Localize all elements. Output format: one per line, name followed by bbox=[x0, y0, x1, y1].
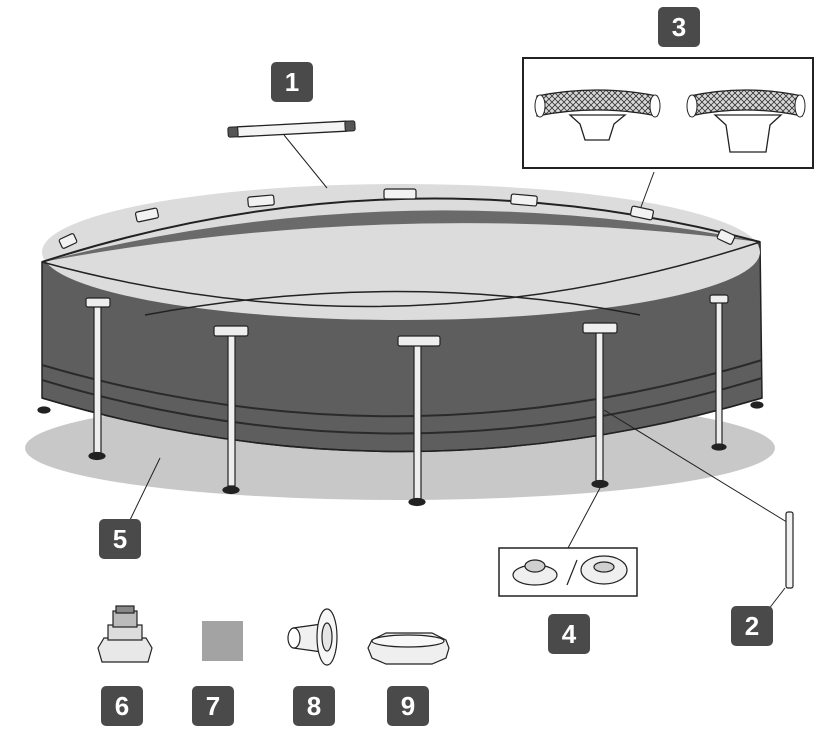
vertical-leg-icon bbox=[785, 511, 794, 589]
drain-valve-connector-icon bbox=[97, 605, 153, 663]
leg-cap-icon bbox=[512, 555, 628, 586]
repair-patch-icon bbox=[202, 621, 243, 661]
t-joint-icon bbox=[534, 89, 806, 153]
t-joint-inset bbox=[522, 57, 814, 169]
callout-6-drain-valve-connector: 6 bbox=[101, 686, 143, 726]
strainer-connector-icon bbox=[287, 608, 338, 666]
frame-rail-icon bbox=[227, 120, 356, 138]
callout-9-drain-plug: 9 bbox=[387, 686, 429, 726]
frame-legs bbox=[37, 294, 764, 507]
callout-4-leg-cap: 4 bbox=[548, 614, 590, 654]
pool-liner bbox=[41, 184, 763, 453]
callout-2-vertical-leg: 2 bbox=[731, 606, 773, 646]
callout-1-frame-rail: 1 bbox=[271, 62, 313, 102]
callout-3-t-joint: 3 bbox=[658, 7, 700, 47]
callout-5-pool-liner: 5 bbox=[99, 519, 141, 559]
callout-8-strainer-connector: 8 bbox=[293, 686, 335, 726]
rim-joints bbox=[58, 188, 736, 249]
callout-7-repair-patch: 7 bbox=[192, 686, 234, 726]
drain-plug-icon bbox=[367, 632, 450, 665]
